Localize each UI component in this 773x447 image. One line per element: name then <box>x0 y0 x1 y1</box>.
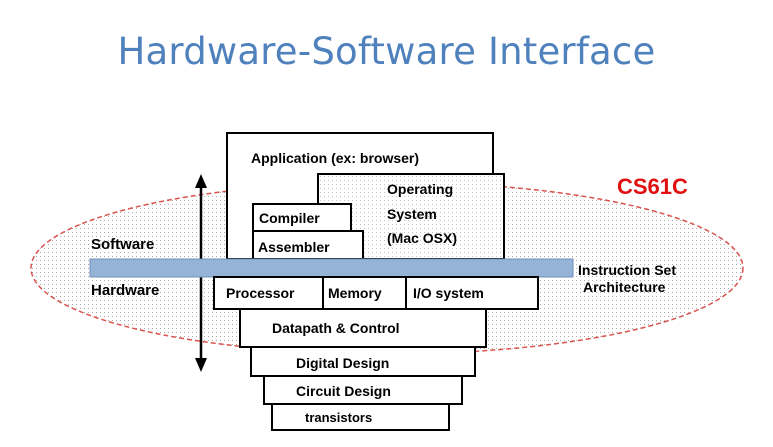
transistors-label: transistors <box>305 410 372 425</box>
compiler-label: Compiler <box>259 210 320 226</box>
io-system-box <box>405 276 539 310</box>
isa-label-line2: Architecture <box>583 279 666 295</box>
software-label: Software <box>91 236 154 253</box>
assembler-label: Assembler <box>258 239 330 255</box>
io-system-label: I/O system <box>413 285 484 301</box>
isa-label-line1: Instruction Set <box>578 262 676 278</box>
page-title: Hardware-Software Interface <box>117 30 656 73</box>
os-label-line3: (Mac OSX) <box>387 230 457 246</box>
transistors-box <box>271 403 450 431</box>
digital-design-box <box>250 346 476 377</box>
processor-label: Processor <box>226 285 295 301</box>
datapath-label: Datapath & Control <box>272 320 400 336</box>
os-label-line2: System <box>387 206 437 222</box>
circuit-design-label: Circuit Design <box>296 383 391 399</box>
circuit-design-box <box>263 375 463 405</box>
course-label: CS61C <box>617 174 688 199</box>
isa-bar <box>89 258 574 278</box>
memory-label: Memory <box>328 285 382 301</box>
hardware-label: Hardware <box>91 282 159 299</box>
application-label: Application (ex: browser) <box>251 150 419 166</box>
assembler-box <box>252 230 364 260</box>
digital-design-label: Digital Design <box>296 355 389 371</box>
os-label-line1: Operating <box>387 181 453 197</box>
